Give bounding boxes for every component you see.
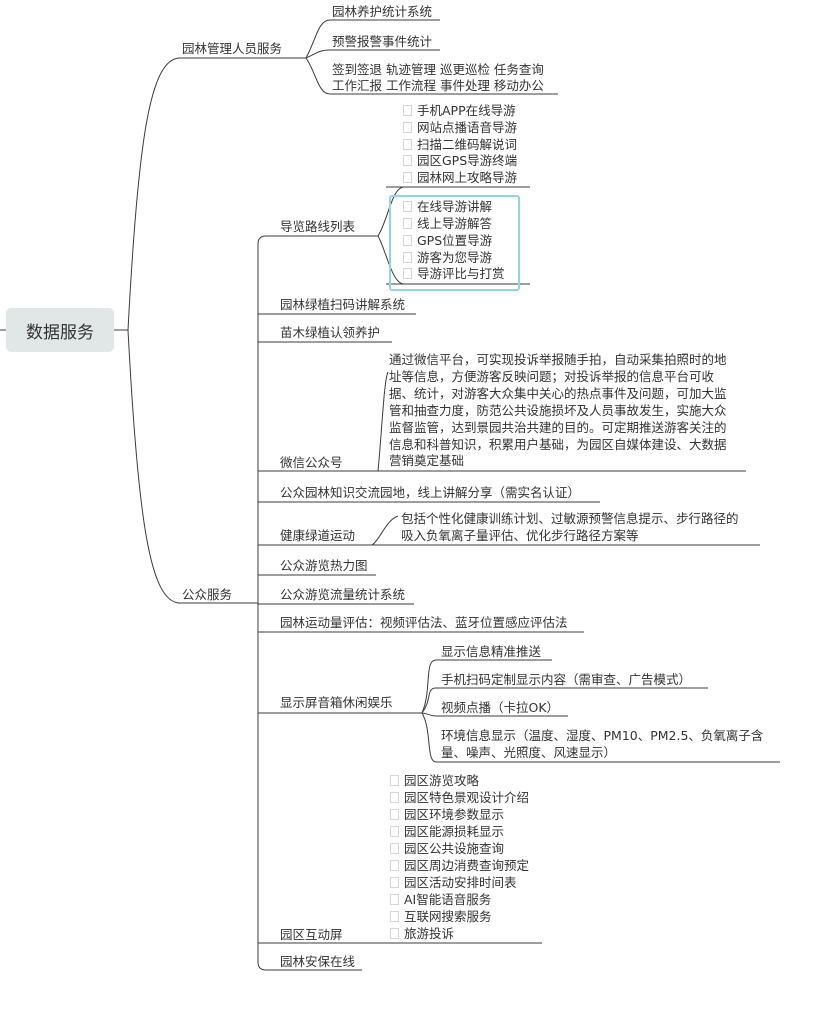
list-item[interactable]: 园林网上攻略导游 (403, 170, 517, 187)
list-item[interactable]: 园区游览攻略 (390, 773, 479, 790)
node-precise-push[interactable]: 显示信息精准推送 (441, 644, 542, 659)
checkbox-icon (390, 826, 399, 837)
checkbox-icon (390, 792, 399, 803)
node-guide-route-list[interactable]: 导览路线列表 (280, 219, 356, 234)
checkbox-icon (390, 928, 399, 939)
checkbox-icon (403, 235, 412, 246)
list-item[interactable]: 线上导游解答 (403, 216, 492, 233)
node-maintenance-stats[interactable]: 园林养护统计系统 (332, 4, 433, 19)
node-knowledge-exchange[interactable]: 公众园林知识交流园地，线上讲解分享（需实名认证） (280, 485, 581, 500)
node-staff-functions-line1[interactable]: 签到签退 轨迹管理 巡更巡检 任务查询 (332, 62, 544, 77)
root-node[interactable]: 数据服务 (6, 308, 114, 352)
checkbox-icon (390, 877, 399, 888)
list-item[interactable]: 园区周边消费查询预定 (390, 858, 529, 875)
checkbox-icon (403, 139, 412, 150)
list-item[interactable]: 园区GPS导游终端 (403, 153, 517, 170)
node-visitor-flow[interactable]: 公众游览流量统计系统 (280, 587, 406, 602)
node-exercise-evaluation[interactable]: 园林运动量评估：视频评估法、蓝牙位置感应评估法 (280, 615, 568, 630)
list-item[interactable]: 互联网搜索服务 (390, 909, 492, 926)
node-video-on-demand[interactable]: 视频点播（卡拉OK） (441, 700, 560, 715)
list-item[interactable]: 导游评比与打赏 (403, 266, 505, 283)
list-item[interactable]: 手机APP在线导游 (403, 103, 516, 120)
list-item[interactable]: 游客为您导游 (403, 250, 492, 267)
checkbox-icon (403, 155, 412, 166)
node-staff-functions-line2[interactable]: 工作汇报 工作流程 事件处理 移动办公 (332, 78, 544, 93)
checkbox-icon (403, 218, 412, 229)
list-item[interactable]: 园区环境参数显示 (390, 807, 504, 824)
list-item[interactable]: GPS位置导游 (403, 233, 492, 250)
node-alarm-stats[interactable]: 预警报警事件统计 (332, 34, 433, 49)
checkbox-icon (403, 105, 412, 116)
checkbox-icon (390, 911, 399, 922)
root-label: 数据服务 (26, 322, 94, 343)
list-item[interactable]: AI智能语音服务 (390, 892, 491, 909)
list-item[interactable]: 园区特色景观设计介绍 (390, 790, 529, 807)
selection-highlight (389, 195, 520, 291)
list-item[interactable]: 网站点播语音导游 (403, 120, 517, 137)
node-plant-adoption[interactable]: 苗木绿植认领养护 (280, 325, 381, 340)
list-item[interactable]: 旅游投诉 (390, 926, 454, 943)
node-environment-display[interactable]: 环境信息显示（温度、湿度、PM10、PM2.5、负氧离子含 量、噪声、光照度、风… (441, 728, 764, 760)
checkbox-icon (390, 775, 399, 786)
node-health-greenway[interactable]: 健康绿道运动 (280, 528, 356, 543)
branch-public-services[interactable]: 公众服务 (182, 587, 233, 602)
checkbox-icon (403, 172, 412, 183)
list-item[interactable]: 园区活动安排时间表 (390, 875, 517, 892)
list-item[interactable]: 扫描二维码解说词 (403, 137, 517, 154)
checkbox-icon (390, 894, 399, 905)
checkbox-icon (403, 201, 412, 212)
node-heatmap[interactable]: 公众游览热力图 (280, 558, 368, 573)
node-security-online[interactable]: 园林安保在线 (280, 954, 356, 969)
node-wechat-account[interactable]: 微信公众号 (280, 455, 343, 470)
health-description: 包括个性化健康训练计划、过敏源预警信息提示、步行路径的 吸入负氧离子量评估、优化… (401, 511, 739, 543)
checkbox-icon (403, 122, 412, 133)
branch-staff-services[interactable]: 园林管理人员服务 (182, 41, 283, 56)
checkbox-icon (390, 860, 399, 871)
node-screen-speaker[interactable]: 显示屏音箱休闲娱乐 (280, 695, 393, 710)
list-item[interactable]: 园区能源损耗显示 (390, 824, 504, 841)
checkbox-icon (403, 252, 412, 263)
checkbox-icon (390, 809, 399, 820)
node-plant-scan-system[interactable]: 园林绿植扫码讲解系统 (280, 297, 406, 312)
checkbox-icon (403, 268, 412, 279)
node-interactive-screen[interactable]: 园区互动屏 (280, 927, 343, 942)
wechat-description: 通过微信平台，可实现投诉举报随手拍，自动采集拍照时的地 址等信息，方便游客反映问… (389, 352, 727, 469)
list-item[interactable]: 在线导游讲解 (403, 199, 492, 216)
checkbox-icon (390, 843, 399, 854)
list-item[interactable]: 园区公共设施查询 (390, 841, 504, 858)
node-scan-custom-display[interactable]: 手机扫码定制显示内容（需审查、广告模式） (441, 672, 692, 687)
